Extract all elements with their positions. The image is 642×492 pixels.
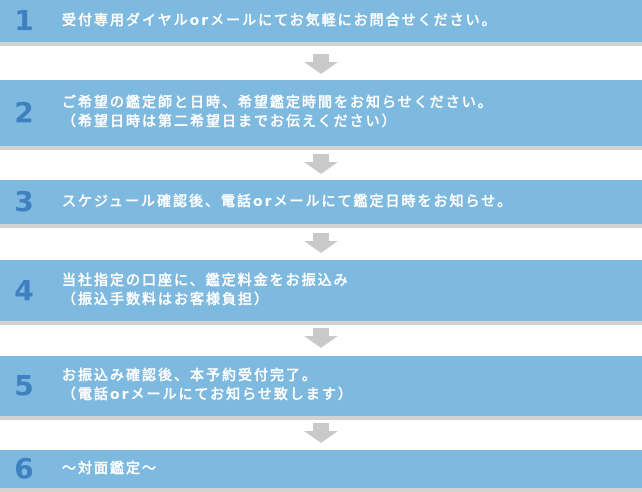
step-number: 6 [14, 452, 34, 485]
step-3: 3 スケジュール確認後、電話orメールにて鑑定日時をお知らせ。 [0, 180, 642, 224]
arrow-down-icon [304, 328, 338, 348]
step-2: 2 ご希望の鑑定師と日時、希望鑑定時間をお知らせください。 （希望日時は第二希望… [0, 80, 642, 146]
step-description: 当社指定の口座に、鑑定料金をお振込み （振込手数料はお客様負担） [62, 272, 350, 308]
step-description: 受付専用ダイヤルorメールにてお気軽にお問合せください。 [62, 12, 498, 29]
step-description: ～対面鑑定～ [62, 460, 158, 477]
step-description: ご希望の鑑定師と日時、希望鑑定時間をお知らせください。 （希望日時は第二希望日ま… [62, 95, 494, 130]
arrow-down-icon [304, 154, 338, 174]
step-number: 2 [14, 96, 34, 129]
arrow-down-icon [304, 233, 338, 253]
step-5: 5 お振込み確認後、本予約受付完了。 （電話orメールにてお知らせ致します） [0, 356, 642, 416]
step-number: 5 [14, 369, 34, 402]
step-4: 4 当社指定の口座に、鑑定料金をお振込み （振込手数料はお客様負担） [0, 260, 642, 321]
step-description: お振込み確認後、本予約受付完了。 （電話orメールにてお知らせ致します） [62, 368, 354, 403]
step-number: 1 [14, 4, 34, 37]
arrow-down-icon [304, 54, 338, 74]
step-1: 1 受付専用ダイヤルorメールにてお気軽にお問合せください。 [0, 0, 642, 42]
step-number: 3 [14, 185, 34, 218]
arrow-down-icon [304, 423, 338, 443]
step-number: 4 [14, 273, 34, 307]
step-description: スケジュール確認後、電話orメールにて鑑定日時をお知らせ。 [62, 193, 514, 210]
step-6: 6 ～対面鑑定～ [0, 450, 642, 488]
